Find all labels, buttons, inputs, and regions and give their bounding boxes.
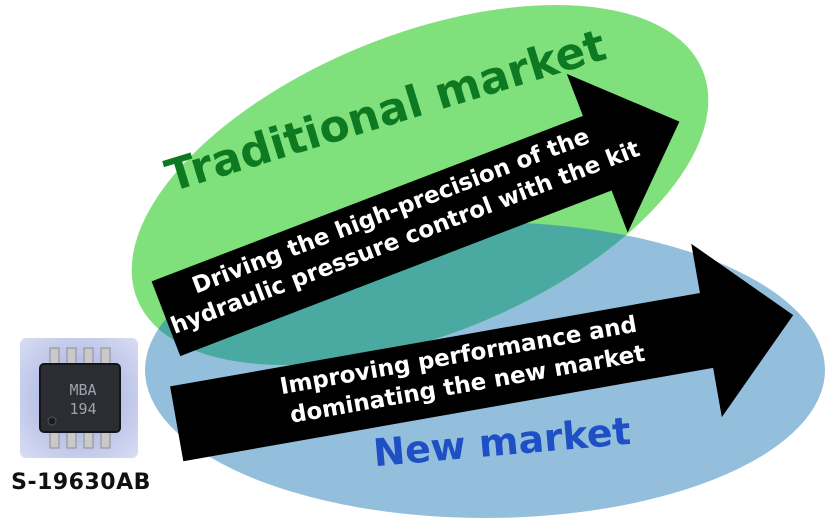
chip-marking-line2: 194 — [69, 400, 96, 418]
chip-marking-line1: MBA — [69, 381, 96, 399]
bottom-arrow — [170, 243, 794, 462]
top-arrow — [151, 73, 680, 357]
chip-photo: MBA 194 — [20, 338, 138, 458]
chip-image: MBA 194 — [39, 347, 121, 449]
chip-caption: S-19630AB — [11, 470, 151, 495]
